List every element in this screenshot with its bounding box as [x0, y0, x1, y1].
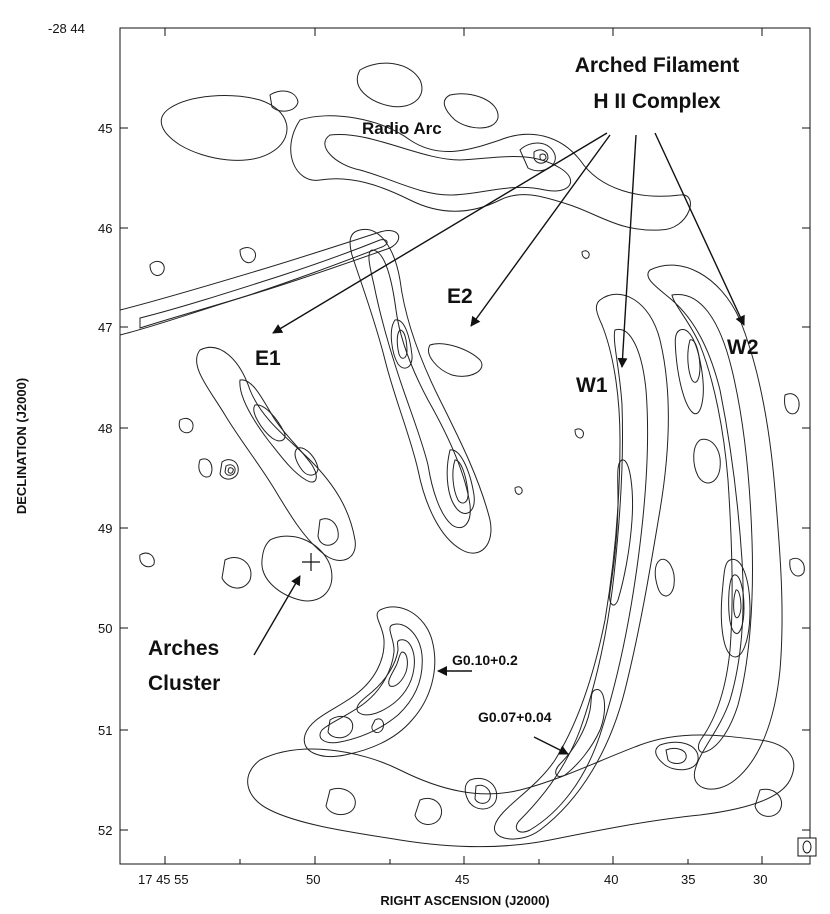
w2-label: W2	[727, 336, 759, 359]
y-tick-label: 47	[98, 320, 112, 335]
x-tick-label: 50	[306, 872, 320, 887]
e1-label: E1	[255, 347, 281, 370]
arrow-to-g007	[533, 736, 569, 755]
y-tick-label: 48	[98, 421, 112, 436]
x-tick-label: 45	[455, 872, 469, 887]
radio-arc-contour	[290, 115, 691, 231]
arches-label-line1: Arches	[148, 637, 219, 660]
g010-label: G0.10+0.2	[452, 652, 518, 668]
beam-marker	[797, 837, 817, 857]
arched-filament-label-line1: Arched Filament	[575, 54, 740, 77]
g007-label: G0.07+0.04	[478, 709, 552, 725]
y-tick-label: 46	[98, 221, 112, 236]
x-tick-label: 30	[753, 872, 767, 887]
arched-filament-label-line2: H II Complex	[593, 90, 721, 113]
arrow-to-e1	[272, 132, 608, 334]
plot-frame	[119, 27, 811, 865]
x-tick-label: 35	[681, 872, 695, 887]
y-tick-label: 50	[98, 621, 112, 636]
e2-filament	[349, 228, 492, 554]
arrow-to-w2	[654, 132, 745, 326]
arrow-to-arches	[253, 575, 301, 656]
y-tick-label: 49	[98, 521, 112, 536]
g010-filament	[303, 606, 436, 757]
arrow-to-e2	[470, 134, 611, 327]
y-tick-label: 45	[98, 121, 112, 136]
radio-arc-label: Radio Arc	[362, 119, 442, 138]
annotation-arrows	[253, 132, 745, 755]
arches-label-line2: Cluster	[148, 672, 220, 695]
y-tick-label: 52	[98, 823, 112, 838]
x-axis-ticks	[164, 28, 763, 864]
y-tick-label-top: -28 44	[48, 21, 85, 36]
y-axis-title: DECLINATION (J2000)	[14, 378, 29, 514]
arches-cluster-marker	[302, 553, 320, 571]
w1-filament	[494, 293, 669, 840]
w2-filament	[647, 264, 783, 790]
y-tick-label: 51	[98, 723, 112, 738]
w1-label: W1	[576, 374, 608, 397]
contours	[119, 62, 805, 848]
arrow-to-w1	[617, 134, 637, 368]
e2-label: E2	[447, 285, 473, 308]
x-axis-title: RIGHT ASCENSION (J2000)	[380, 893, 549, 908]
x-tick-label: 17 45 55	[138, 872, 189, 887]
e1-filament	[196, 346, 356, 561]
lower-band-contour	[247, 734, 795, 848]
x-tick-label: 40	[604, 872, 618, 887]
y-axis-ticks	[120, 27, 810, 831]
arches-cluster-region	[261, 535, 333, 602]
